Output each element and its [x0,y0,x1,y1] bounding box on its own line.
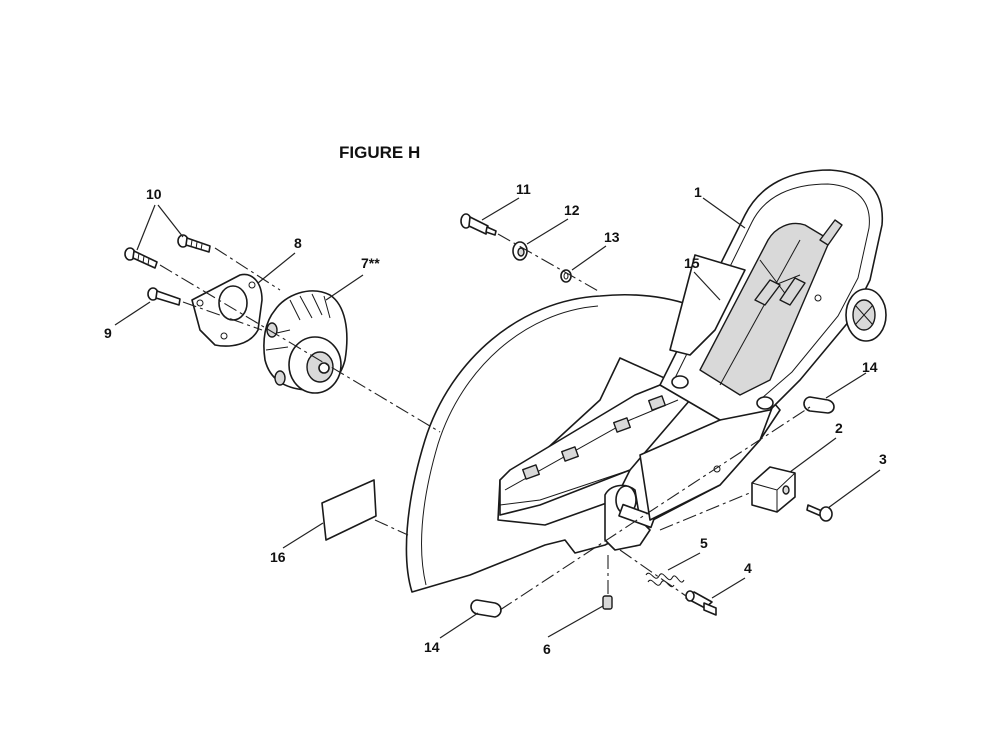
screw-part-9 [147,287,181,306]
callout-4: 4 [744,560,752,576]
pin-part-4 [685,590,717,616]
callout-8: 8 [294,235,302,251]
callout-7: 7** [361,255,380,271]
callout-10: 10 [146,186,162,202]
callout-14-right: 14 [862,359,878,375]
motor-housing [263,290,348,394]
callout-14-left: 14 [424,639,440,655]
callout-9: 9 [104,325,112,341]
assembly-centerlines [159,233,811,611]
callout-6: 6 [543,641,551,657]
callout-1: 1 [694,184,702,200]
callout-15: 15 [684,255,700,271]
callout-13: 13 [604,229,620,245]
callout-2: 2 [835,420,843,436]
shoulder-bolt-part-11 [460,213,497,236]
callout-16: 16 [270,549,286,565]
washer-part-13 [560,269,572,283]
motor-mounting-plate [191,273,263,347]
spring-part-5 [645,572,685,588]
callout-5: 5 [700,535,708,551]
leader-lines [114,197,881,639]
screw-part-10-lower [124,247,158,269]
belt-cover [659,169,887,473]
callout-12: 12 [564,202,580,218]
label-part-16 [321,479,377,541]
guard-block-part-2 [751,466,796,513]
callout-11: 11 [516,181,531,197]
bumper-part-14-left [470,599,502,618]
screw-part-10-upper [177,234,211,253]
set-screw-part-6 [602,595,613,610]
washer-part-12 [512,241,528,261]
bumper-part-14-right [803,396,835,414]
screw-part-3 [806,504,833,522]
callout-3: 3 [879,451,887,467]
figure-title: FIGURE H [339,143,420,162]
